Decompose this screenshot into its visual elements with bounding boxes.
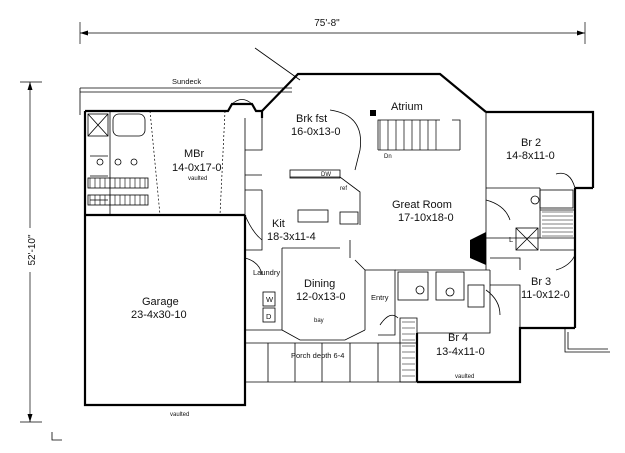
width-dimension: 75'-8" [79,15,586,44]
br4-size: 13-4x11-0 [436,346,485,358]
doors [231,99,576,326]
linen-label: L [509,235,513,244]
mbr-name: MBr [184,148,205,160]
br3-size: 11-0x12-0 [521,289,570,301]
br2-size: 14-8x11-0 [506,150,555,162]
entry-label: Entry [371,293,389,302]
brkfst-name: Brk fst [296,113,327,125]
interior-walls [87,109,575,405]
exterior-step [564,328,610,353]
mbr-size: 14-0x17-0 [172,162,222,174]
stair-dn-label: Dn [384,154,392,160]
corner-mark [51,432,62,441]
great-room-name: Great Room [392,199,452,211]
kit-name: Kit [272,218,285,230]
mbr-note: vaulted [188,176,207,182]
garage-note: vaulted [170,412,189,418]
depth-dimension-label: 52'-10" [27,234,38,265]
garage-size: 23-4x30-10 [131,309,187,321]
dining-note: bay [314,318,324,324]
kit-size: 18-3x11-4 [267,231,316,243]
garage-name: Garage [142,296,179,308]
great-room-size: 17-10x18-0 [398,212,454,224]
sundeck-label: Sundeck [172,77,201,86]
atrium-label: Atrium [391,101,423,113]
br3-name: Br 3 [531,276,551,288]
dryer-label: D [266,312,272,321]
sundeck: Sundeck [79,47,301,115]
br2-name: Br 2 [521,137,541,149]
refrigerator-label: ref [340,186,347,192]
dining-size: 12-0x13-0 [296,291,346,303]
porch-label: Porch depth 6-4 [291,351,344,360]
dining-name: Dining [304,278,335,290]
laundry-label: Laundry [253,268,280,277]
brkfst-size: 16-0x13-0 [291,126,341,138]
br4-name: Br 4 [448,332,468,344]
depth-dimension: 52'-10" [20,81,42,423]
dishwasher-label: DW [321,172,331,178]
br4-note: vaulted [455,374,474,380]
width-dimension-label: 75'-8" [314,18,340,29]
washer-label: W [266,295,274,304]
